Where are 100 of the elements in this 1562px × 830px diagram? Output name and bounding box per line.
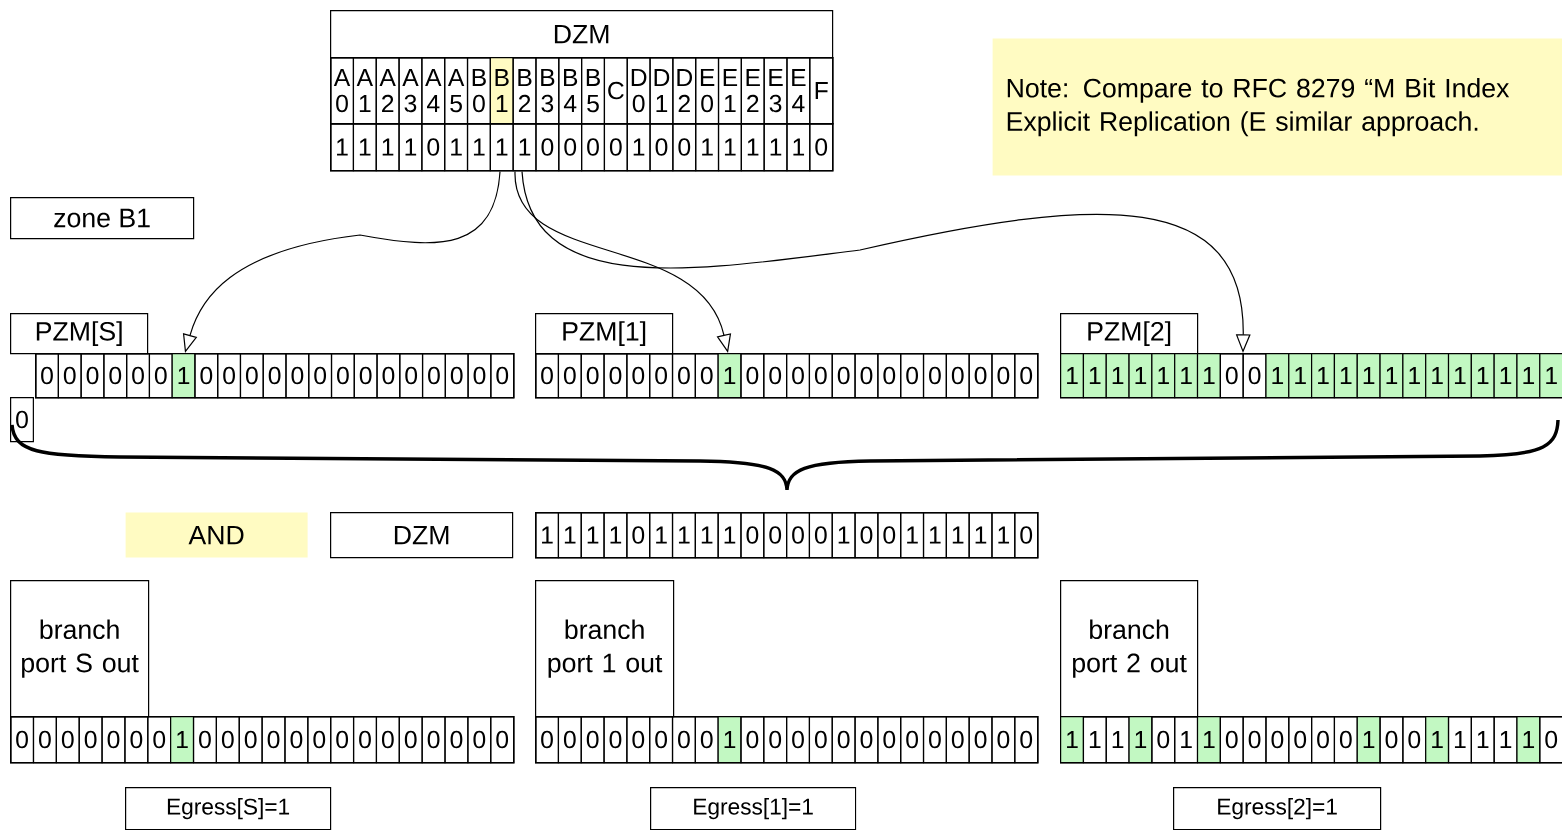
bit-cell: 0 [922,353,947,399]
header-cell: E 3 [763,57,788,125]
bit-cell: 1 [603,512,628,559]
bit-cell: 0 [535,353,559,399]
bit-cell: 0 [808,716,833,764]
bit-cell: 0 [900,353,925,399]
bit-cell: 1 [1082,353,1107,399]
bit-cell: 0 [740,353,765,399]
bit-cell: 0 [467,716,492,764]
header-cell: B 5 [581,57,605,125]
bit-cell: 0 [671,353,696,399]
operand-box: DZM [330,512,514,559]
header-cell: B 3 [535,57,560,125]
bit-cell: 0 [900,716,925,764]
bit-cell: 0 [808,353,833,399]
bit-cell: 1 [1539,353,1562,399]
bit-cell: 1 [945,512,970,559]
bit-cell: 0 [968,353,993,399]
header-cell: F [809,57,834,125]
bit-cell: 0 [1014,716,1039,764]
header-cell: C [603,57,628,125]
bit-cell: 0 [1242,716,1267,764]
bit-cell: 0 [854,353,879,399]
bit-cell: 0 [57,353,82,399]
bit-cell: 0 [786,353,811,399]
bit-cell: 1 [1379,353,1404,399]
bit-cell: 1 [1447,716,1472,764]
bit-cell: 0 [467,353,492,399]
header-cell: D 2 [672,57,697,125]
egress-box: Egress[1]=1 [650,787,857,830]
bit-row [1060,353,1562,399]
bit-cell: 0 [535,716,559,764]
bit-cell: 0 [991,353,1016,399]
bit-cell: 1 [375,123,400,172]
bit-cell: 0 [854,512,879,559]
bit-cell: 0 [1288,716,1313,764]
operator-label: AND [125,512,308,558]
mask-label: PZM[S] [10,313,149,355]
bit-cell: 0 [808,512,833,559]
bit-cell: 1 [512,123,537,172]
bit-cell: 0 [740,512,765,559]
header-cell: E 4 [786,57,811,125]
bit-cell: 1 [1356,353,1381,399]
bit-cell: 0 [490,716,515,764]
bit-cell: 1 [1128,353,1153,399]
bit-cell: 0 [194,353,219,399]
bit-cell: 1 [352,123,377,172]
bit-row [10,353,515,443]
bit-row [535,716,1039,764]
bit-cell: 0 [421,716,446,764]
bit-cell: 1 [1265,353,1290,399]
bit-cell: 0 [1219,353,1244,399]
bit-cell: 1 [717,716,742,764]
bit-cell: 0 [421,353,446,399]
bit-cell: 1 [831,512,856,559]
bit-cell: 0 [922,716,947,764]
bit-cell: 0 [444,353,469,399]
bit-cell: 0 [352,716,378,764]
bit-cell: 1 [1470,716,1495,764]
bit-cell: 0 [626,512,651,559]
bit-cell: 1 [1493,353,1518,399]
bit-cell: 0 [239,353,264,399]
bit-cell: 1 [991,512,1016,559]
bit-cell: 0 [444,716,469,764]
bit-cell: 0 [353,353,378,399]
bit-cell: 0 [877,716,902,764]
bit-cell: 0 [968,716,993,764]
bit-cell: 0 [1265,716,1290,764]
bit-cell: 0 [78,716,103,764]
bit-cell: 0 [398,716,423,764]
bit-cell: 0 [763,512,788,559]
bit-cell: 0 [626,716,651,764]
bit-cell: 1 [1402,353,1427,399]
bit-cell: 1 [1356,716,1381,764]
header-cell: A 1 [352,57,377,125]
bit-cell: 0 [262,353,287,399]
header-cell: A 0 [330,57,355,125]
bit-cell: 0 [831,716,856,764]
bit-cell: 0 [580,353,605,399]
bit-cell: 0 [1379,716,1404,764]
bit-cell: 1 [1425,353,1450,399]
bit-cell: 0 [1014,512,1039,559]
egress-box: Egress[S]=1 [125,787,332,830]
bit-cell: 0 [490,353,515,399]
bit-cell: 1 [1516,716,1541,764]
bit-cell: 1 [1196,353,1221,399]
bit-cell: 1 [1425,716,1450,764]
bit-cell: 1 [557,512,582,559]
bit-cell: 0 [603,353,628,399]
bit-cell: 0 [375,716,400,764]
header-cell: B 4 [558,57,583,125]
bit-row [535,353,1039,399]
bit-cell: 1 [968,512,993,559]
bit-cell: 1 [694,512,719,559]
bit-cell: 1 [922,512,947,559]
bit-cell: 1 [1470,353,1495,399]
bit-cell: 0 [877,512,902,559]
bit-cell: 1 [444,123,469,172]
bit-cell: 0 [1539,716,1562,764]
bit-cell: 0 [763,716,788,764]
